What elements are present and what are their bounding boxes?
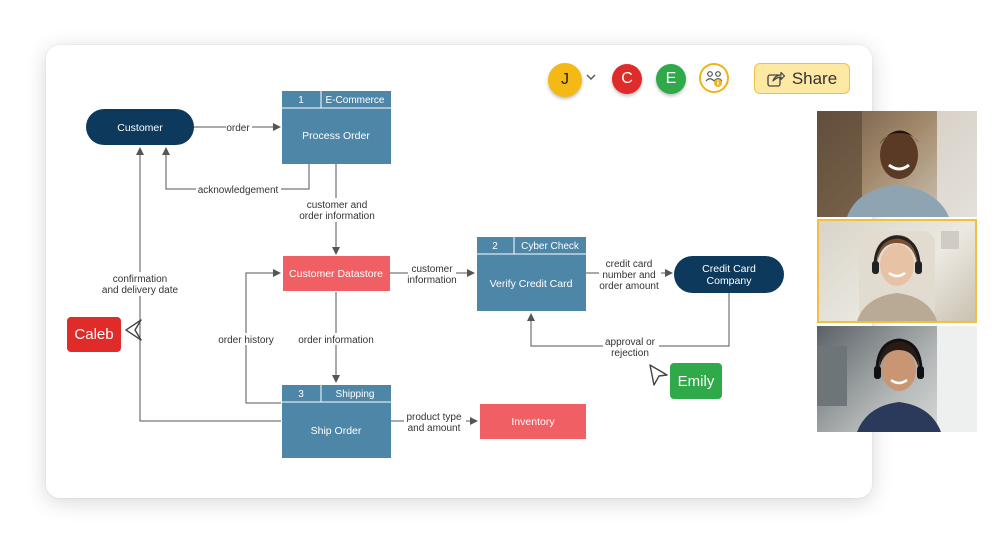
flow-label-customer-info-1: customer (411, 264, 453, 275)
flow-label-customer-order-info-1: customer and (307, 200, 368, 211)
collaborator-avatar-c[interactable]: C (612, 64, 642, 94)
process-3-name: Ship Order (311, 425, 362, 437)
process-1-system: E-Commerce (326, 95, 385, 106)
pointer-cursor-icon (649, 364, 668, 386)
process-2-name: Verify Credit Card (490, 278, 573, 290)
people-info-button[interactable] (699, 63, 729, 93)
flow-label-approval-1: approval or (605, 337, 656, 348)
datastore-customer-label: Customer Datastore (289, 268, 383, 280)
share-button-label: Share (791, 68, 838, 88)
cursor-name: Caleb (74, 326, 114, 343)
entity-credit-card-label-2: Company (707, 275, 753, 287)
participant-video (857, 231, 959, 321)
process-verify-credit-card[interactable]: 2 Cyber Check Verify Credit Card (477, 237, 586, 311)
collaborator-avatar-j[interactable]: J (548, 63, 582, 97)
flow-label-cc-1: credit card (606, 259, 653, 270)
flow-label-customer-info-2: information (407, 275, 456, 286)
entity-credit-card-company[interactable]: Credit Card Company (674, 256, 784, 293)
datastore-customer[interactable]: Customer Datastore (283, 256, 390, 291)
flow-label-acknowledgement: acknowledgement (198, 185, 279, 196)
avatar-initial: E (665, 70, 677, 87)
cursor-label-emily: Emily (670, 363, 722, 399)
participant-video (817, 326, 977, 432)
video-feed-participant-2[interactable] (817, 219, 977, 323)
pointer-cursor-icon (125, 319, 142, 341)
entity-customer-label: Customer (117, 122, 163, 134)
collaborator-avatar-e[interactable]: E (656, 64, 686, 94)
datastore-inventory-label: Inventory (511, 416, 555, 428)
flow-label-order-info: order information (298, 335, 374, 346)
people-info-icon (705, 71, 723, 87)
process-3-number: 3 (298, 389, 304, 400)
share-icon (767, 71, 785, 87)
avatar-initial: J (561, 71, 569, 88)
flow-label-order-history: order history (218, 335, 274, 346)
flow-label-customer-order-info-2: order information (299, 211, 375, 222)
process-1-number: 1 (298, 95, 304, 106)
video-feed-participant-1[interactable] (817, 111, 977, 217)
participant-video (817, 111, 977, 217)
process-ship-order[interactable]: 3 Shipping Ship Order (282, 385, 391, 458)
process-1-name: Process Order (302, 130, 370, 142)
flow-label-confirmation-1: confirmation (113, 274, 167, 285)
share-button[interactable]: Share (754, 63, 850, 94)
chevron-down-icon[interactable] (585, 71, 597, 83)
avatar-initial: C (621, 70, 633, 87)
video-feed-participant-3[interactable] (817, 326, 977, 432)
flow-label-approval-2: rejection (611, 348, 649, 359)
flow-label-confirmation-2: and delivery date (102, 285, 179, 296)
entity-credit-card-label-1: Credit Card (702, 263, 756, 275)
flow-label-cc-2: number and (602, 270, 655, 281)
process-process-order[interactable]: 1 E-Commerce Process Order (282, 91, 391, 164)
entity-customer[interactable]: Customer (86, 109, 194, 145)
flow-confirmation-line[interactable] (136, 147, 281, 422)
cursor-name: Emily (677, 372, 715, 390)
flow-label-product-2: and amount (408, 423, 461, 434)
flow-label-order: order (226, 123, 250, 134)
process-2-system: Cyber Check (521, 241, 580, 252)
flow-label-product-1: product type (406, 412, 461, 423)
flow-label-cc-3: order amount (599, 281, 659, 292)
datastore-inventory[interactable]: Inventory (480, 404, 586, 439)
process-3-system: Shipping (336, 389, 375, 400)
cursor-label-caleb: Caleb (67, 317, 121, 352)
process-2-number: 2 (492, 241, 498, 252)
